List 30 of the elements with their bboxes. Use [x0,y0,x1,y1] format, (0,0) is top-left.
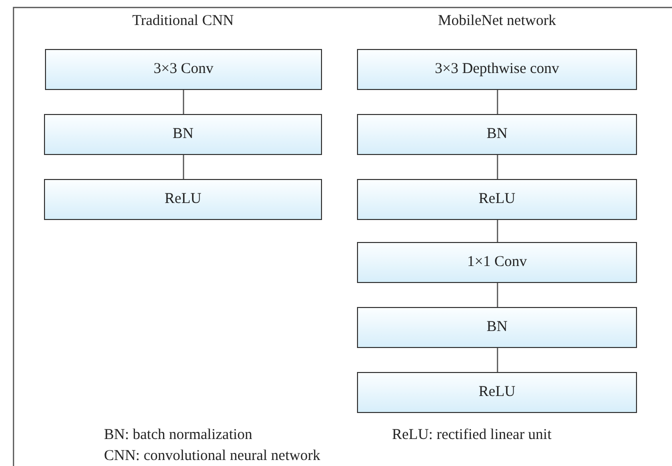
connector-line [496,155,498,179]
process-box [357,307,637,348]
connector-line [496,220,498,242]
process-box [357,179,637,220]
connector-line [496,348,498,372]
box-label: 1×1 Conv [467,254,527,271]
legend-note: ReLU: rectified linear unit [392,427,552,444]
legend-note: BN: batch normalization [104,427,252,444]
box-label: ReLU [478,191,516,208]
process-box [357,372,637,413]
box-label: BN [172,126,194,143]
process-box [44,114,322,155]
connector-line [496,283,498,307]
box-label: 3×3 Depthwise conv [434,61,560,78]
connector-line [182,90,184,114]
process-box [357,114,637,155]
box-label: ReLU [164,191,202,208]
box-label: ReLU [478,384,516,401]
column-heading: MobileNet network [438,13,556,30]
process-box [357,49,637,90]
box-label: BN [486,319,508,336]
box-label: 3×3 Conv [154,61,214,78]
legend-note: CNN: convolutional neural network [104,448,320,465]
process-box [357,242,637,283]
connector-line [496,90,498,114]
box-label: BN [486,126,508,143]
connector-line [182,155,184,179]
process-box [44,179,322,220]
column-heading: Traditional CNN [132,13,234,30]
process-box [45,49,322,90]
